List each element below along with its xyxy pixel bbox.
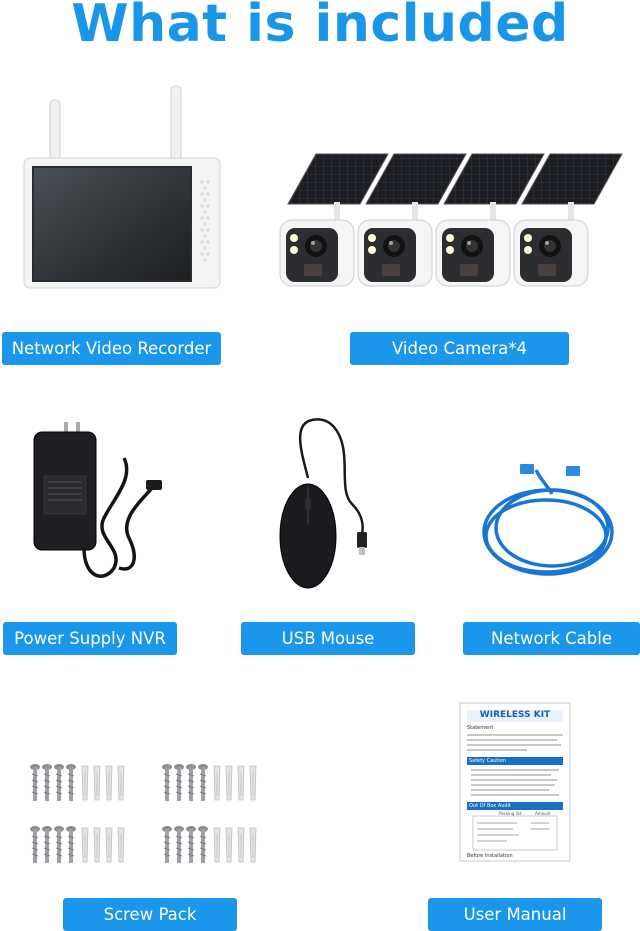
nvr-label: Network Video Recorder xyxy=(2,332,221,365)
manual-table-header-packing: Packing list xyxy=(499,811,522,816)
power-adapter-icon xyxy=(24,418,164,593)
screw-pack-label: Screw Pack xyxy=(63,898,237,931)
usb-mouse-label: USB Mouse xyxy=(241,622,415,655)
camera-label: Video Camera*4 xyxy=(350,332,569,365)
manual-footer: Before Installation xyxy=(467,853,513,859)
manual-section-statement: Statement xyxy=(467,725,494,731)
usb-mouse-icon xyxy=(272,414,384,594)
page-title: What is included xyxy=(71,0,569,54)
user-manual-label: User Manual xyxy=(428,898,602,931)
network-cable-icon xyxy=(476,462,626,582)
user-manual-icon: WIRELESS KIT Statement Safety Caution Ou… xyxy=(459,702,571,862)
power-supply-label: Power Supply NVR xyxy=(3,622,177,655)
manual-section-safety: Safety Caution xyxy=(469,758,506,764)
manual-section-audit: Out Of Box Audit xyxy=(469,803,511,809)
screw-pack-icon xyxy=(28,760,276,872)
manual-table-header-amount: Amount xyxy=(535,811,551,816)
solar-camera-icon xyxy=(276,150,636,290)
network-cable-label: Network Cable xyxy=(463,622,640,655)
manual-heading: WIRELESS KIT xyxy=(479,710,551,720)
nvr-monitor-icon xyxy=(20,82,230,292)
